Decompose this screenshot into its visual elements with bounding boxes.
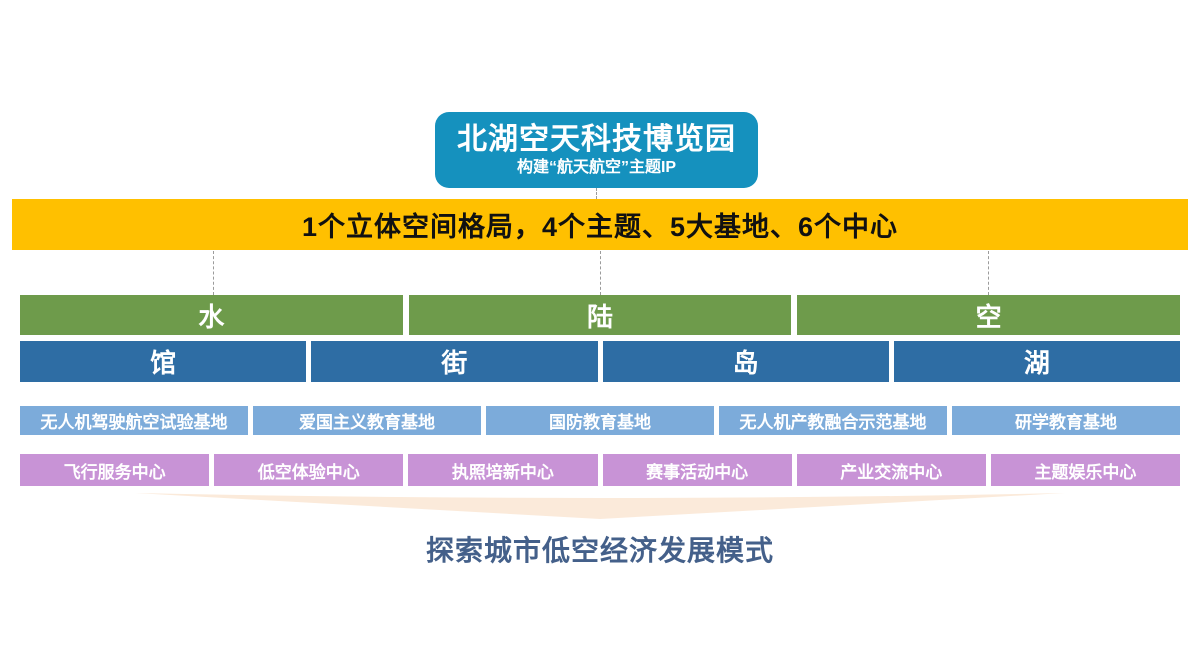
center-cell: 低空体验中心	[214, 454, 404, 486]
center-cell: 执照培新中心	[408, 454, 598, 486]
park-title: 北湖空天科技博览园	[457, 122, 736, 156]
realms-row: 水 陆 空	[20, 295, 1181, 335]
connector-line-middle	[600, 251, 601, 295]
zones-row: 馆 街 岛 湖	[20, 341, 1180, 382]
realm-cell-land: 陆	[408, 295, 792, 335]
bases-row: 无人机驾驶航空试验基地 爱国主义教育基地 国防教育基地 无人机产教融合示范基地 …	[20, 406, 1180, 435]
centers-row: 飞行服务中心 低空体验中心 执照培新中心 赛事活动中心 产业交流中心 主题娱乐中…	[20, 454, 1181, 486]
center-cell: 赛事活动中心	[602, 454, 792, 486]
center-cell: 产业交流中心	[796, 454, 986, 486]
zone-cell-street: 街	[311, 341, 598, 382]
center-cell: 主题娱乐中心	[990, 454, 1181, 486]
realm-cell-air: 空	[797, 295, 1181, 335]
base-cell: 研学教育基地	[952, 406, 1180, 435]
zone-cell-lake: 湖	[893, 341, 1180, 382]
connector-line-top	[596, 188, 597, 199]
park-subtitle: 构建“航天航空”主题IP	[516, 159, 677, 177]
zone-cell-island: 岛	[602, 341, 889, 382]
base-cell: 无人机驾驶航空试验基地	[20, 406, 248, 435]
center-cell: 飞行服务中心	[20, 454, 210, 486]
summary-banner: 1个立体空间格局，4个主题、5大基地、6个中心	[12, 199, 1188, 250]
connector-line-left	[213, 251, 214, 295]
convergence-arrow	[135, 493, 1065, 519]
realm-cell-water: 水	[20, 295, 403, 335]
zone-cell-hall: 馆	[20, 341, 307, 382]
park-title-box: 北湖空天科技博览园 构建“航天航空”主题IP	[435, 112, 758, 188]
footer-text: 探索城市低空经济发展模式	[425, 535, 774, 566]
base-cell: 无人机产教融合示范基地	[719, 406, 947, 435]
base-cell: 爱国主义教育基地	[253, 406, 481, 435]
connector-line-right	[988, 251, 989, 295]
base-cell: 国防教育基地	[486, 406, 714, 435]
